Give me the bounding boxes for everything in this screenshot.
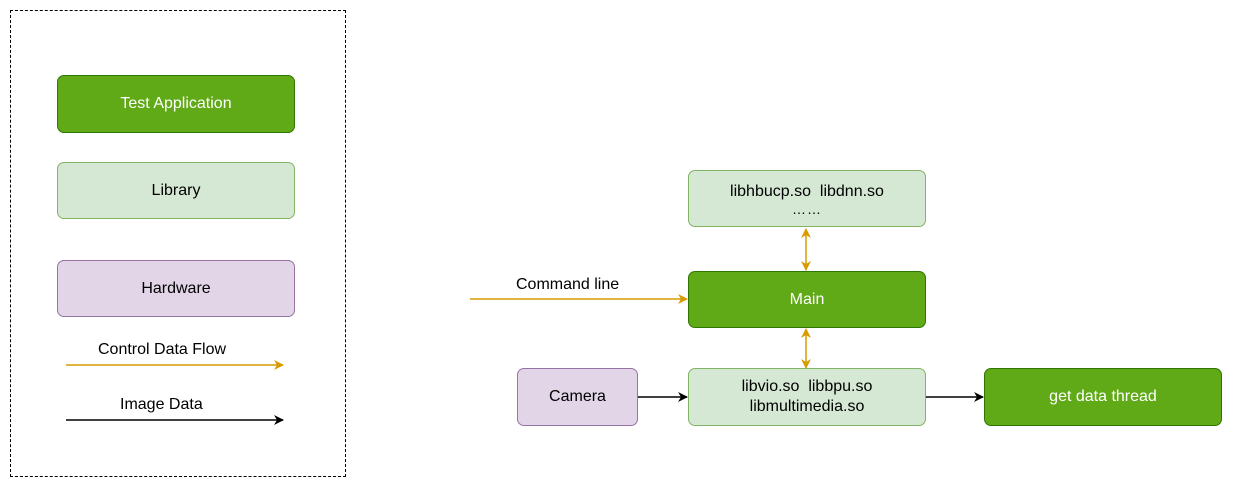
vio-library-line1: libvio.so libbpu.so: [741, 378, 873, 395]
legend-hardware: Hardware: [57, 260, 295, 317]
get-data-thread-node: get data thread: [984, 368, 1222, 426]
legend-library: Library: [57, 162, 295, 219]
command-line-label: Command line: [516, 276, 620, 293]
legend-box: [10, 10, 346, 477]
top-library-line2: ……: [792, 200, 822, 217]
vio-library-line2: libmultimedia.so: [749, 398, 865, 415]
legend-library-label: Library: [151, 181, 201, 199]
legend-test-application-label: Test Application: [120, 95, 232, 112]
legend-image-data-label: Image Data: [120, 396, 203, 413]
main-node: Main: [688, 271, 926, 328]
top-library-line1: libhbucp.so libdnn.so: [730, 182, 884, 200]
camera-node: Camera: [517, 368, 638, 426]
top-library-node: libhbucp.so libdnn.so ……: [688, 170, 926, 227]
legend-hardware-label: Hardware: [141, 279, 211, 297]
legend-test-application: Test Application: [57, 75, 295, 133]
vio-library-node: libvio.so libbpu.so libmultimedia.so: [688, 368, 926, 426]
get-data-thread-label: get data thread: [1049, 388, 1157, 405]
legend-control-data-flow-label: Control Data Flow: [98, 341, 227, 358]
camera-label: Camera: [549, 388, 606, 405]
main-label: Main: [789, 290, 825, 308]
